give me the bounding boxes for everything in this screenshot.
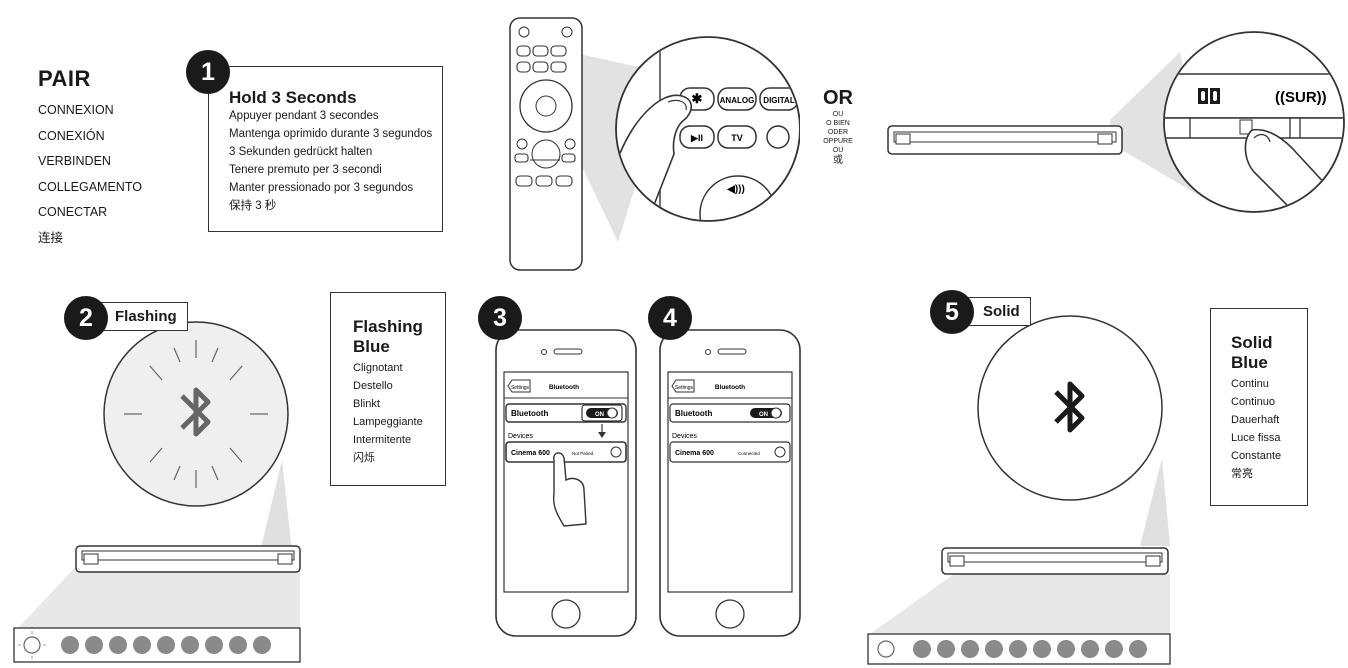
remote-illustration: ✱ ANALOG DIGITAL ▶II TV ◀))) (509, 17, 800, 271)
step1-title: Hold 3 Seconds (229, 88, 357, 107)
solid-status-line: 常亮 (1231, 468, 1253, 480)
step4-badge: 4 (648, 296, 692, 340)
flashing-status-box: Flashing Blue Clignotant Destello Blinkt… (330, 292, 446, 486)
step4-bluetooth-label: Bluetooth (675, 409, 712, 418)
step4-device-name: Cinema 600 (675, 450, 714, 457)
led-flashing-icon (18, 631, 46, 659)
dolby-icon (1198, 88, 1220, 104)
pair-translation: CONEXIÓN (38, 128, 105, 143)
solid-status-lines: Continu Continuo Dauerhaft Luce fissa Co… (1231, 375, 1307, 483)
or-alternative: OU (832, 111, 844, 118)
solid-status-line: Continu (1231, 378, 1269, 390)
step3-back-label: Settings (511, 385, 530, 391)
bluetooth-flashing-icon (180, 387, 211, 437)
solid-status-title-line: Blue (1231, 353, 1268, 372)
solid-status-box: Solid Blue Continu Continuo Dauerhaft Lu… (1210, 308, 1308, 506)
remote-digital-label: DIGITAL (763, 96, 795, 105)
svg-text:◀))): ◀))) (726, 184, 745, 195)
step1-badge: 1 (186, 50, 230, 94)
step1-line: Appuyer pendant 3 secondes (229, 110, 379, 122)
led-off-icon (877, 640, 895, 658)
step1-instruction-box: Hold 3 Seconds Appuyer pendant 3 seconde… (208, 66, 443, 232)
pair-title: PAIR (38, 66, 91, 91)
pair-translation: CONECTAR (38, 205, 108, 219)
pair-translation: CONNEXION (38, 103, 114, 117)
remote-tv-label: TV (731, 133, 743, 143)
solid-status-line: Luce fissa (1231, 432, 1281, 444)
solid-status-title-line: Solid (1231, 333, 1273, 352)
sur-label: ((SUR)) (1275, 89, 1327, 106)
flashing-status-line: Blinkt (353, 398, 380, 410)
pair-translation: VERBINDEN (38, 154, 111, 168)
step3-device-status: Not Paired (572, 451, 594, 456)
step5-badge: 5 (930, 290, 974, 334)
or-alternative: O BIEN (826, 120, 850, 127)
or-alternative: 或 (833, 155, 843, 166)
step3-device-name: Cinema 600 (511, 450, 550, 457)
flashing-status-line: Intermitente (353, 434, 412, 446)
pair-translation: 连接 (38, 230, 64, 245)
step3-devices-label: Devices (508, 433, 533, 440)
step3-badge: 3 (478, 296, 522, 340)
svg-text:✱: ✱ (692, 91, 703, 106)
bluetooth-solid-icon (1054, 381, 1085, 433)
step1-line: 保持 3 秒 (229, 200, 277, 212)
or-alternative: OPPURE (823, 138, 853, 145)
flashing-status-line: Lampeggiante (353, 416, 423, 428)
step3-phone: Settings Bluetooth Bluetooth ON Devices … (495, 329, 637, 637)
step4-device-status: Connected (738, 451, 760, 456)
step3-toggle-label: ON (595, 412, 604, 418)
flashing-illustration (13, 321, 301, 663)
soundbar-button-illustration: ((SUR)) (887, 31, 1345, 213)
remote-analog-label: ANALOG (720, 96, 755, 105)
or-title: OR (823, 87, 853, 109)
or-alternative: ODER (827, 129, 849, 136)
solid-status-line: Constante (1231, 450, 1282, 462)
flashing-status-title-line: Blue (353, 337, 390, 356)
step1-lines: Appuyer pendant 3 secondes Mantenga opri… (229, 107, 442, 215)
flashing-status-line: Clignotant (353, 362, 403, 374)
or-alternatives: OU O BIEN ODER OPPURE OU 或 (818, 110, 858, 167)
flashing-status-line: 闪烁 (353, 452, 375, 464)
step1-line: Mantenga oprimido durante 3 segundos (229, 128, 433, 140)
flashing-status-title-line: Flashing (353, 317, 423, 336)
step4-phone: Settings Bluetooth Bluetooth ON Devices … (659, 329, 801, 637)
step4-back-label: Settings (675, 385, 694, 391)
solid-status-line: Dauerhaft (1231, 414, 1280, 426)
step1-line: 3 Sekunden gedrückt halten (229, 146, 373, 158)
step1-line: Manter pressionado por 3 segundos (229, 182, 414, 194)
svg-text:▶II: ▶II (690, 133, 703, 143)
step4-toggle-label: ON (759, 412, 768, 418)
flashing-status-line: Destello (353, 380, 393, 392)
solid-status-line: Continuo (1231, 396, 1276, 408)
step4-devices-label: Devices (672, 433, 697, 440)
pair-translation: COLLEGAMENTO (38, 179, 142, 194)
or-block: OR OU O BIEN ODER OPPURE OU 或 (818, 88, 858, 167)
or-alternative: OU (832, 147, 844, 154)
step1-line: Tenere premuto per 3 secondi (229, 164, 382, 176)
step3-nav-title: Bluetooth (549, 384, 579, 391)
step3-bluetooth-label: Bluetooth (511, 409, 548, 418)
pair-translations: CONNEXION CONEXIÓN VERBINDEN COLLEGAMENT… (38, 98, 142, 251)
solid-illustration (867, 315, 1171, 665)
step4-nav-title: Bluetooth (715, 384, 745, 391)
flashing-status-lines: Clignotant Destello Blinkt Lampeggiante … (353, 359, 445, 467)
step2-badge: 2 (64, 296, 108, 340)
